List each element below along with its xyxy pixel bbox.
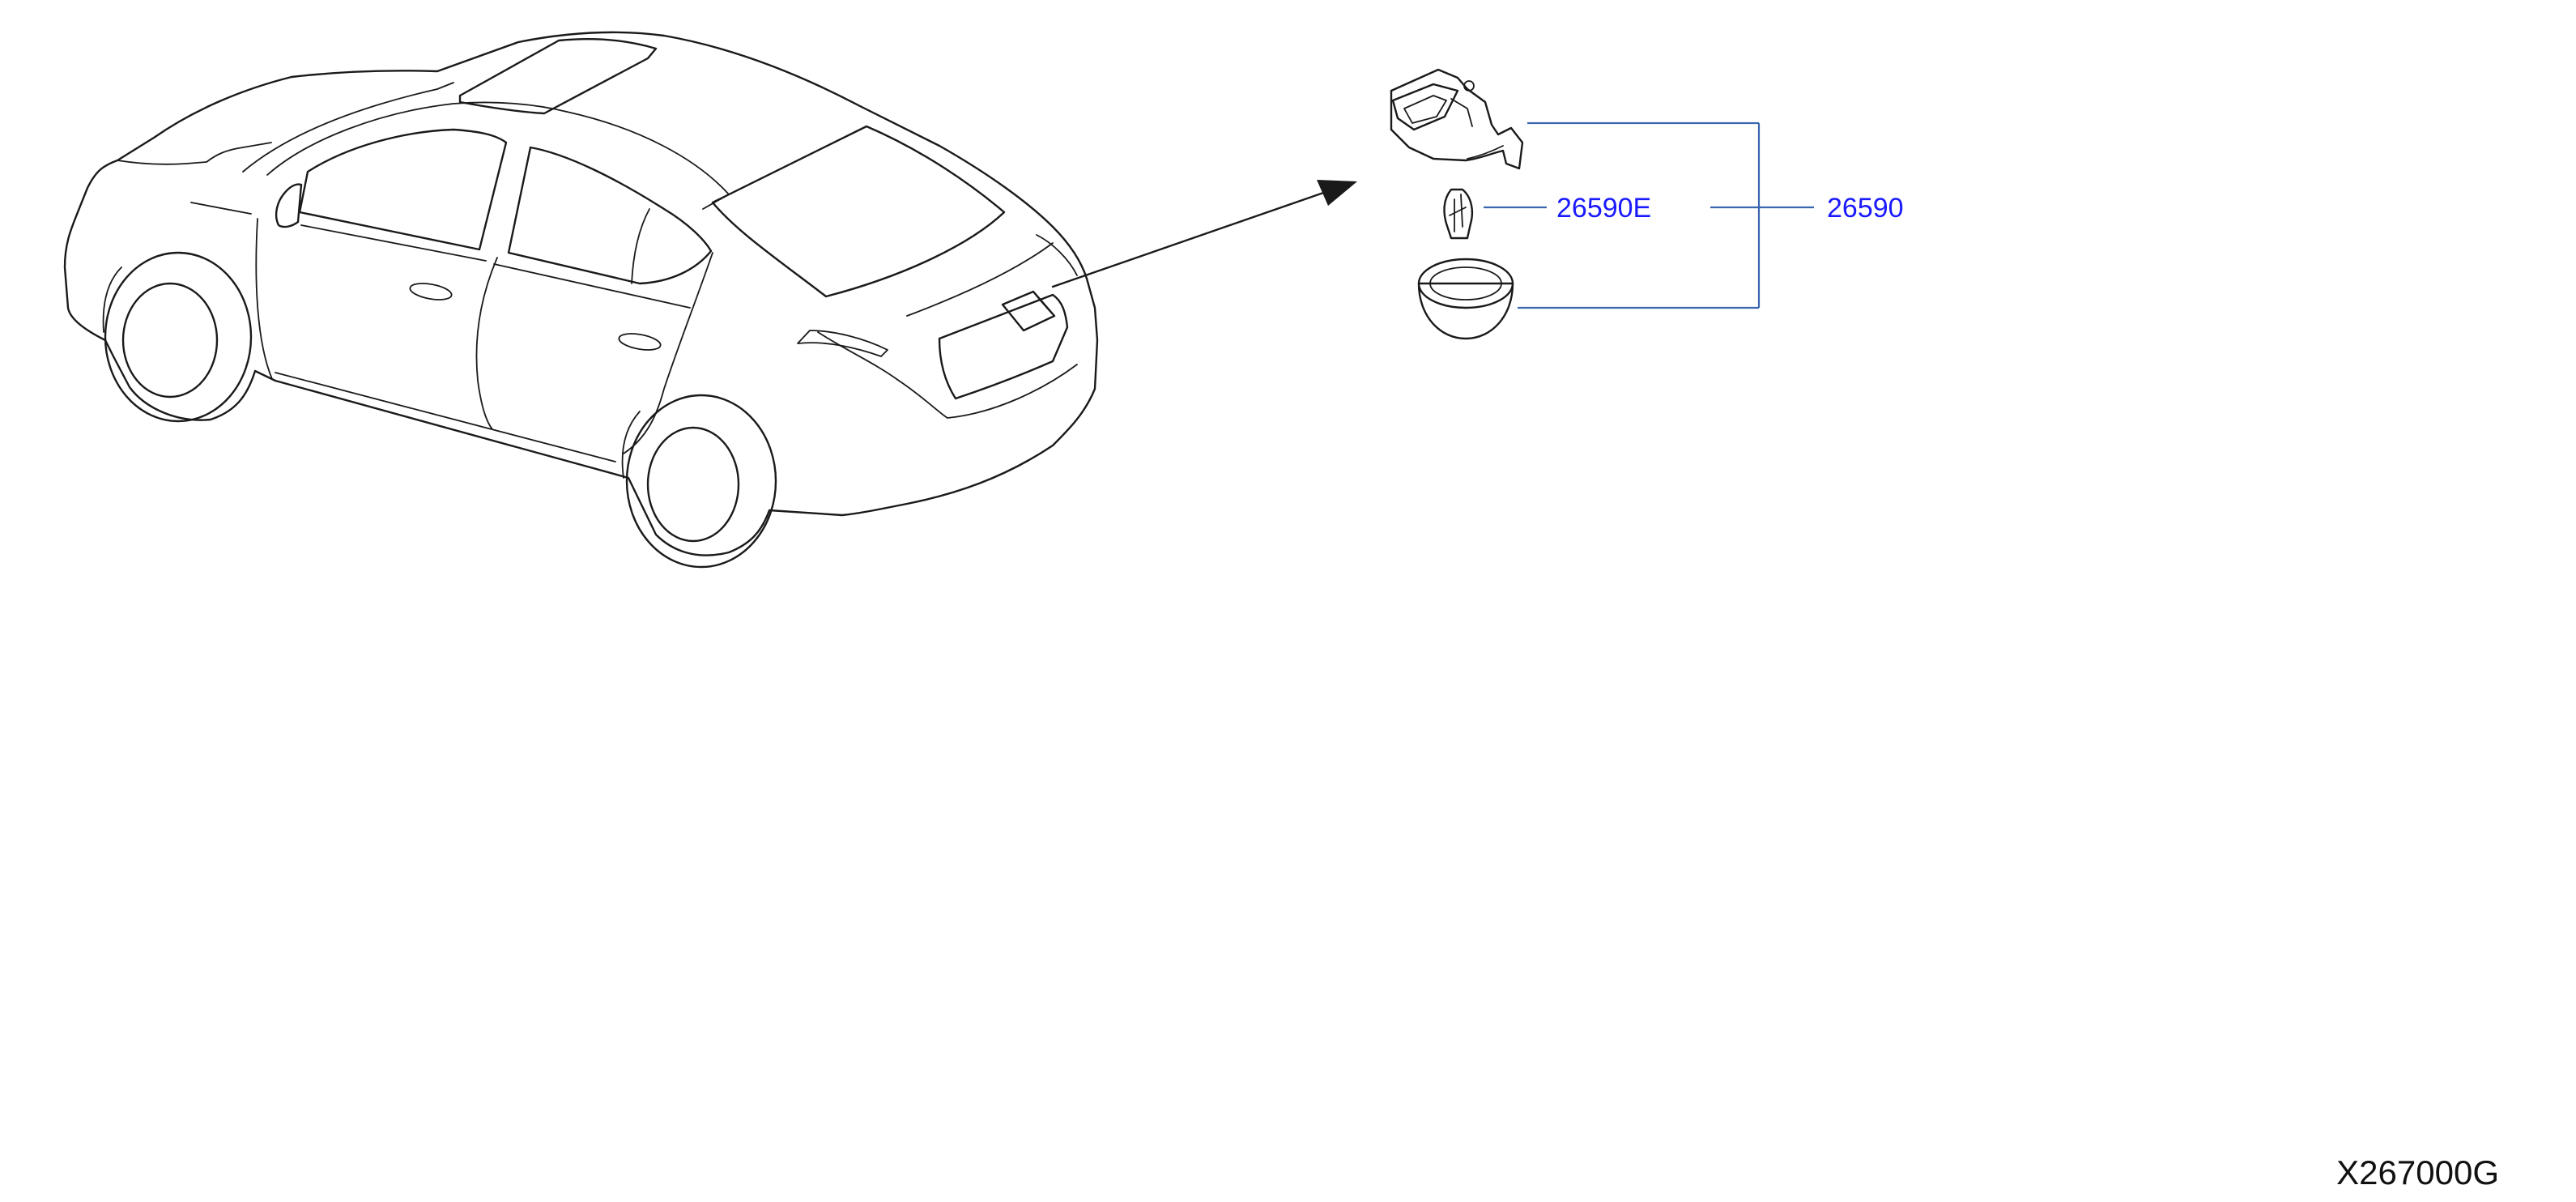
vehicle-front-door-handle: [409, 283, 453, 300]
vehicle-roof-rear: [566, 111, 730, 210]
arrow-head: [1317, 180, 1357, 206]
vehicle-windshield-frame: [266, 101, 568, 176]
vehicle-rear-door-handle: [618, 333, 662, 351]
vehicle-rear-wheel: [621, 394, 777, 569]
vehicle-tail-lamp: [797, 330, 888, 357]
vehicle-hood-line: [117, 142, 272, 165]
vehicle-quarter-glass-line: [631, 208, 650, 284]
vehicle-rear-window: [507, 146, 713, 285]
vehicle-front-door-seam: [255, 218, 273, 380]
vehicle-rear-windshield: [711, 125, 1006, 298]
vehicle-illustration: [63, 31, 1099, 569]
vehicle-front-window: [298, 128, 508, 251]
leader-lines: [1484, 121, 1814, 309]
location-arrow: [1051, 180, 1357, 288]
vehicle-b-pillar-seam: [475, 257, 498, 430]
vehicle-rear-bumper: [817, 331, 1078, 419]
vehicle-side-mirror: [275, 183, 303, 228]
lamp-lens-part: [1417, 258, 1514, 340]
vehicle-a-pillar: [242, 82, 454, 173]
vehicle-rear-door-seam: [623, 252, 713, 454]
vehicle-front-wheel: [102, 251, 253, 423]
vehicle-license-plate-recess: [938, 293, 1069, 400]
vehicle-body-outline: [63, 31, 1099, 556]
lamp-socket-part: [1390, 68, 1524, 170]
vehicle-beltline: [190, 202, 691, 309]
part-number-assembly[interactable]: 26590: [1827, 193, 1904, 224]
vehicle-rocker: [275, 372, 616, 462]
vehicle-trunk-lid-line: [906, 234, 1078, 317]
lamp-bulb-part: [1443, 188, 1474, 240]
diagram-code: X267000G: [2336, 1153, 2499, 1191]
part-number-bulb[interactable]: 26590E: [1556, 193, 1651, 224]
vehicle-sunroof: [458, 37, 658, 115]
vehicle-license-lamp-location: [1001, 290, 1056, 332]
